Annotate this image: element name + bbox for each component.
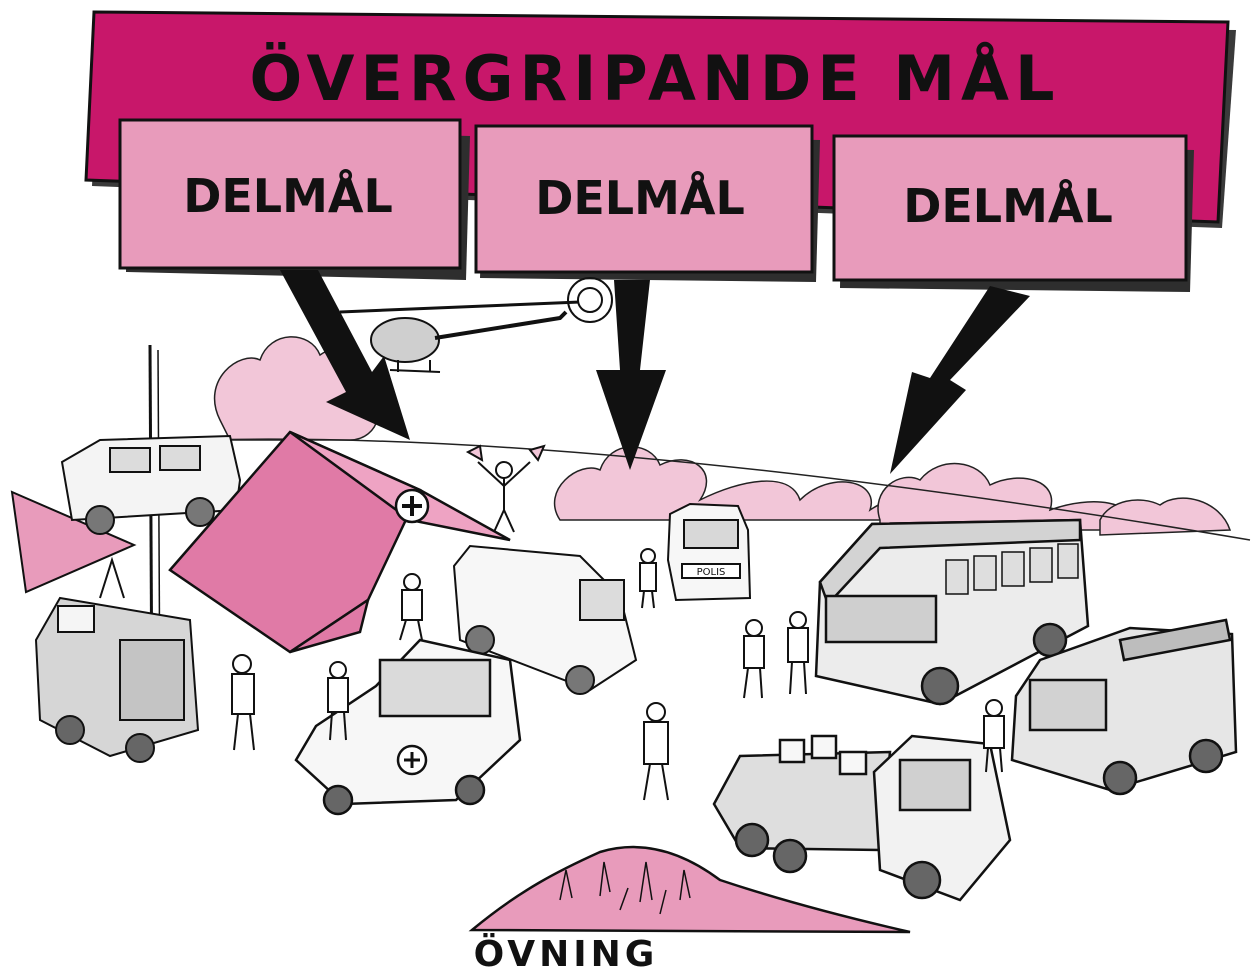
ambulance-van bbox=[452, 544, 638, 695]
person-4 bbox=[643, 702, 669, 801]
person-1 bbox=[231, 654, 255, 751]
helicopter bbox=[339, 277, 613, 373]
arrow-1 bbox=[280, 270, 410, 440]
subgoal-label-2: DELMÅL bbox=[535, 171, 745, 225]
subgoal-box-3: DELMÅL bbox=[832, 134, 1194, 292]
person-5 bbox=[743, 619, 765, 699]
police-car: POLIS bbox=[666, 502, 752, 602]
subgoal-label-1: DELMÅL bbox=[183, 169, 393, 223]
arrow-2 bbox=[596, 280, 666, 470]
signal-person bbox=[465, 444, 546, 533]
radio-van bbox=[34, 556, 200, 763]
ambulance-car bbox=[294, 638, 522, 816]
bus bbox=[814, 518, 1090, 706]
flatbed-truck bbox=[712, 734, 1012, 902]
person-3 bbox=[399, 573, 423, 641]
exercise-ground: ÖVNING bbox=[468, 845, 911, 972]
person-2 bbox=[327, 661, 349, 741]
person-6 bbox=[787, 611, 809, 695]
fire-truck bbox=[1010, 618, 1238, 796]
subgoal-box-2: DELMÅL bbox=[474, 124, 820, 282]
arrows bbox=[280, 270, 1030, 474]
police-sign: POLIS bbox=[697, 567, 726, 578]
truck-top-left bbox=[60, 434, 242, 535]
subgoal-box-1: DELMÅL bbox=[118, 118, 470, 280]
subgoal-label-3: DELMÅL bbox=[903, 179, 1113, 233]
exercise-label: ÖVNING bbox=[474, 933, 659, 972]
overarching-goal-title: ÖVERGRIPANDE MÅL bbox=[249, 42, 1060, 115]
medical-tent bbox=[168, 430, 511, 654]
arrow-3 bbox=[890, 286, 1030, 474]
horizon-line bbox=[199, 438, 1251, 541]
people bbox=[231, 548, 1005, 801]
person-8 bbox=[983, 699, 1005, 773]
person-7 bbox=[639, 548, 657, 609]
